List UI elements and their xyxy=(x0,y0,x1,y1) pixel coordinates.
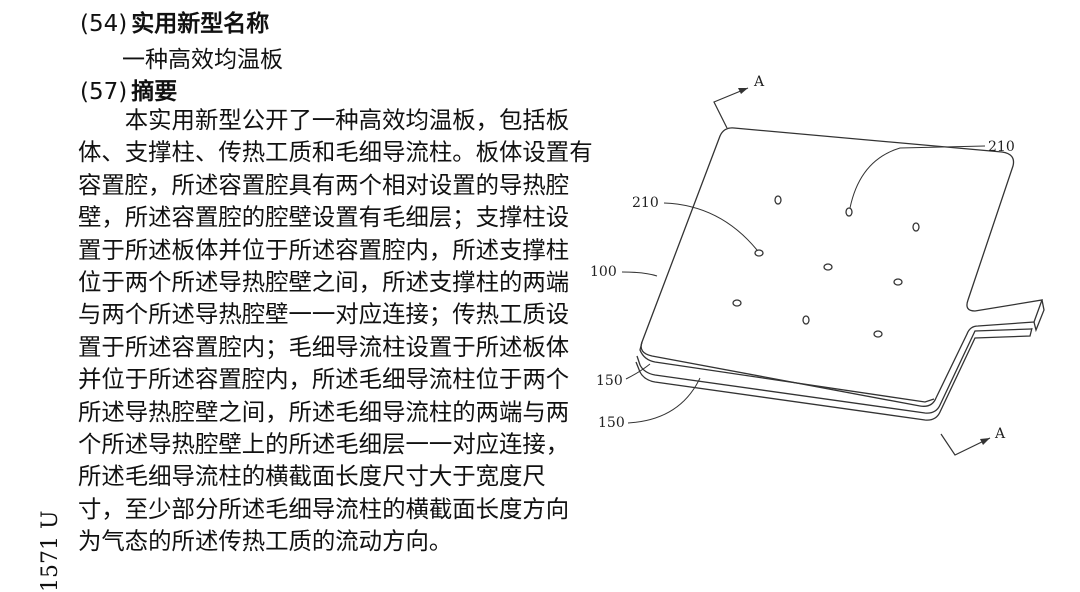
abstract-line: 置于所述容置腔内；毛细导流柱设置于所述板体 xyxy=(78,332,570,361)
pillar-dot xyxy=(893,278,903,286)
abstract-line: 寸，至少部分所述毛细导流柱的横截面长度方向 xyxy=(78,494,570,523)
reference-label-210: 210 xyxy=(988,139,1015,155)
pillar-dot xyxy=(845,207,853,217)
abstract-line: 与两个所述导热腔壁一一对应连接；传热工质设 xyxy=(78,300,570,329)
section-arrow-top-icon xyxy=(713,87,749,129)
abstract-line: 壁，所述容置腔的腔壁设置有毛细层；支撑柱设 xyxy=(78,203,570,232)
plate-layer-bottom xyxy=(635,327,1033,421)
abstract-line: 本实用新型公开了一种高效均温板，包括板 xyxy=(78,106,570,134)
section-number: (57) xyxy=(80,79,128,105)
abstract-line: 为气态的所述传热工质的流动方向。 xyxy=(78,527,453,556)
utility-model-name: 一种高效均温板 xyxy=(122,47,283,73)
abstract-line: 所述毛细导流柱的横截面长度尺寸大于宽度尺 xyxy=(78,462,546,491)
pillar-dot xyxy=(823,263,833,271)
section-arrow-bottom-icon xyxy=(940,433,991,456)
pillar-dot xyxy=(873,330,883,338)
section-label-bottom: A xyxy=(994,426,1006,442)
section-number: (54) xyxy=(80,11,128,37)
pillar-dot xyxy=(802,315,810,325)
reference-label-150: 150 xyxy=(596,373,623,389)
pillar-dot xyxy=(912,222,920,232)
abstract-line: 体、支撑柱、传热工质和毛细导流柱。板体设置有 xyxy=(78,138,593,167)
abstract-section-heading: (57)摘要 xyxy=(80,72,177,106)
abstract-line: 所述导热腔壁之间，所述毛细导流柱的两端与两 xyxy=(78,397,570,426)
abstract-line: 个所述导热腔壁上的所述毛细层一一对应连接， xyxy=(78,430,570,459)
capillary-pillars xyxy=(732,195,920,338)
plate-edge xyxy=(639,341,935,403)
abstract-line: 并位于所述容置腔内，所述毛细导流柱位于两个 xyxy=(78,365,570,394)
pillar-dot xyxy=(774,195,782,205)
plate-top-face xyxy=(640,127,1043,407)
section-label: 摘要 xyxy=(131,79,178,105)
abstract-line: 容置腔，所述容置腔具有两个相对设置的导热腔 xyxy=(78,170,570,199)
section-label-top: A xyxy=(753,74,765,90)
section-label: 实用新型名称 xyxy=(131,11,270,37)
abstract-line: 置于所述板体并位于所述容置腔内，所述支撑柱 xyxy=(78,235,570,264)
pillar-dot xyxy=(754,249,764,257)
tab-edge xyxy=(1033,299,1045,333)
reference-label-100: 100 xyxy=(590,264,617,280)
abstract-line: 位于两个所述导热腔壁之间，所述支撑柱的两端 xyxy=(78,268,570,297)
pillar-dot xyxy=(732,299,742,307)
abstract-text: 本实用新型公开了一种高效均温板，包括板 体、支撑柱、传热工质和毛细导流柱。板体设… xyxy=(78,104,593,558)
title-section-heading: (54)实用新型名称 xyxy=(80,4,269,38)
reference-label-210: 210 xyxy=(632,195,659,211)
plate-layer-mid xyxy=(636,328,1032,414)
reference-label-150: 150 xyxy=(598,415,625,431)
